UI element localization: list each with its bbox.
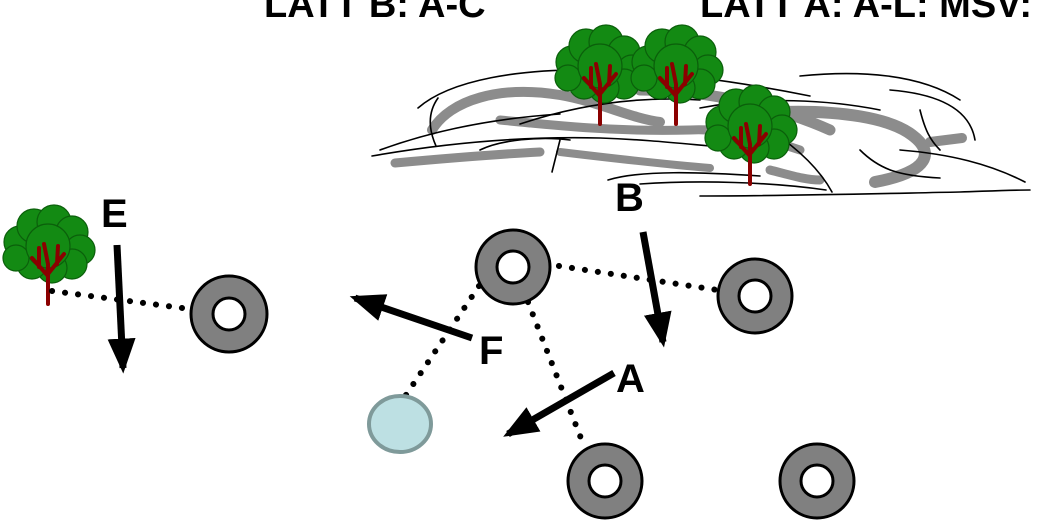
ring-marker-icon (474, 228, 552, 306)
label-a: A (616, 357, 645, 401)
ring-marker-icon (189, 274, 269, 354)
connection-line (543, 261, 727, 294)
arrow-icon (639, 231, 672, 348)
arrow-icon (107, 244, 136, 374)
arrow-icon (503, 369, 616, 438)
arrow-icon (349, 294, 474, 342)
tree-icon (629, 23, 725, 126)
connection-line (401, 283, 482, 401)
label-b: B (615, 176, 644, 220)
label-e: E (101, 192, 128, 236)
connection-lines (49, 261, 727, 449)
ring-marker-icon (566, 442, 644, 520)
header-part2: LATT A: A-L: MSV: (700, 0, 1032, 26)
ring-marker-icon (716, 257, 794, 335)
connection-line (525, 299, 587, 449)
ring-marker-icon (778, 442, 856, 520)
reference-point (367, 394, 433, 454)
connection-line (49, 288, 193, 312)
tree-icon (1, 203, 97, 306)
header-part1: LATT B: A-C (264, 0, 486, 26)
label-f: F (479, 329, 503, 373)
